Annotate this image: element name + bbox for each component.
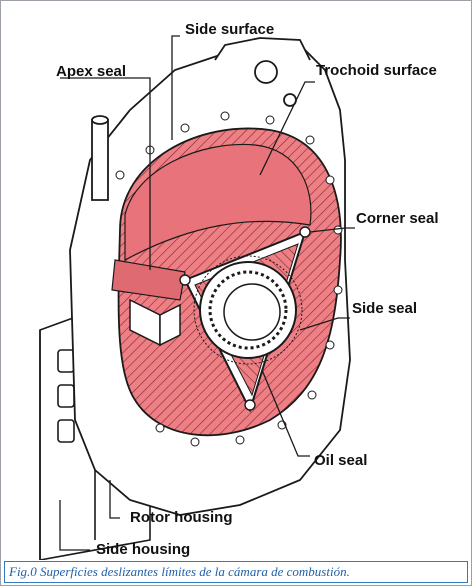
label-rotor-housing: Rotor housing [130, 509, 233, 526]
oil-seal-ring [193, 255, 303, 365]
label-side-surface: Side surface [185, 21, 275, 38]
corner-seal-mark [299, 226, 311, 238]
label-corner-seal: Corner seal [356, 210, 439, 227]
label-side-seal: Side seal [352, 300, 418, 317]
figure-caption-bar: Fig.0 Superficies deslizantes límites de… [4, 561, 468, 583]
apex-seal-block [129, 298, 181, 347]
rotary-engine-illustration [39, 35, 355, 560]
label-side-housing: Side housing [96, 541, 191, 558]
leader-lines [59, 35, 355, 551]
label-trochoid-surface: Trochoid surface [316, 62, 437, 79]
figure-caption: Fig.0 Superficies deslizantes límites de… [9, 564, 350, 579]
label-apex-seal: Apex seal [56, 63, 127, 80]
rotor [179, 226, 311, 413]
label-oil-seal: Oil seal [314, 452, 368, 469]
